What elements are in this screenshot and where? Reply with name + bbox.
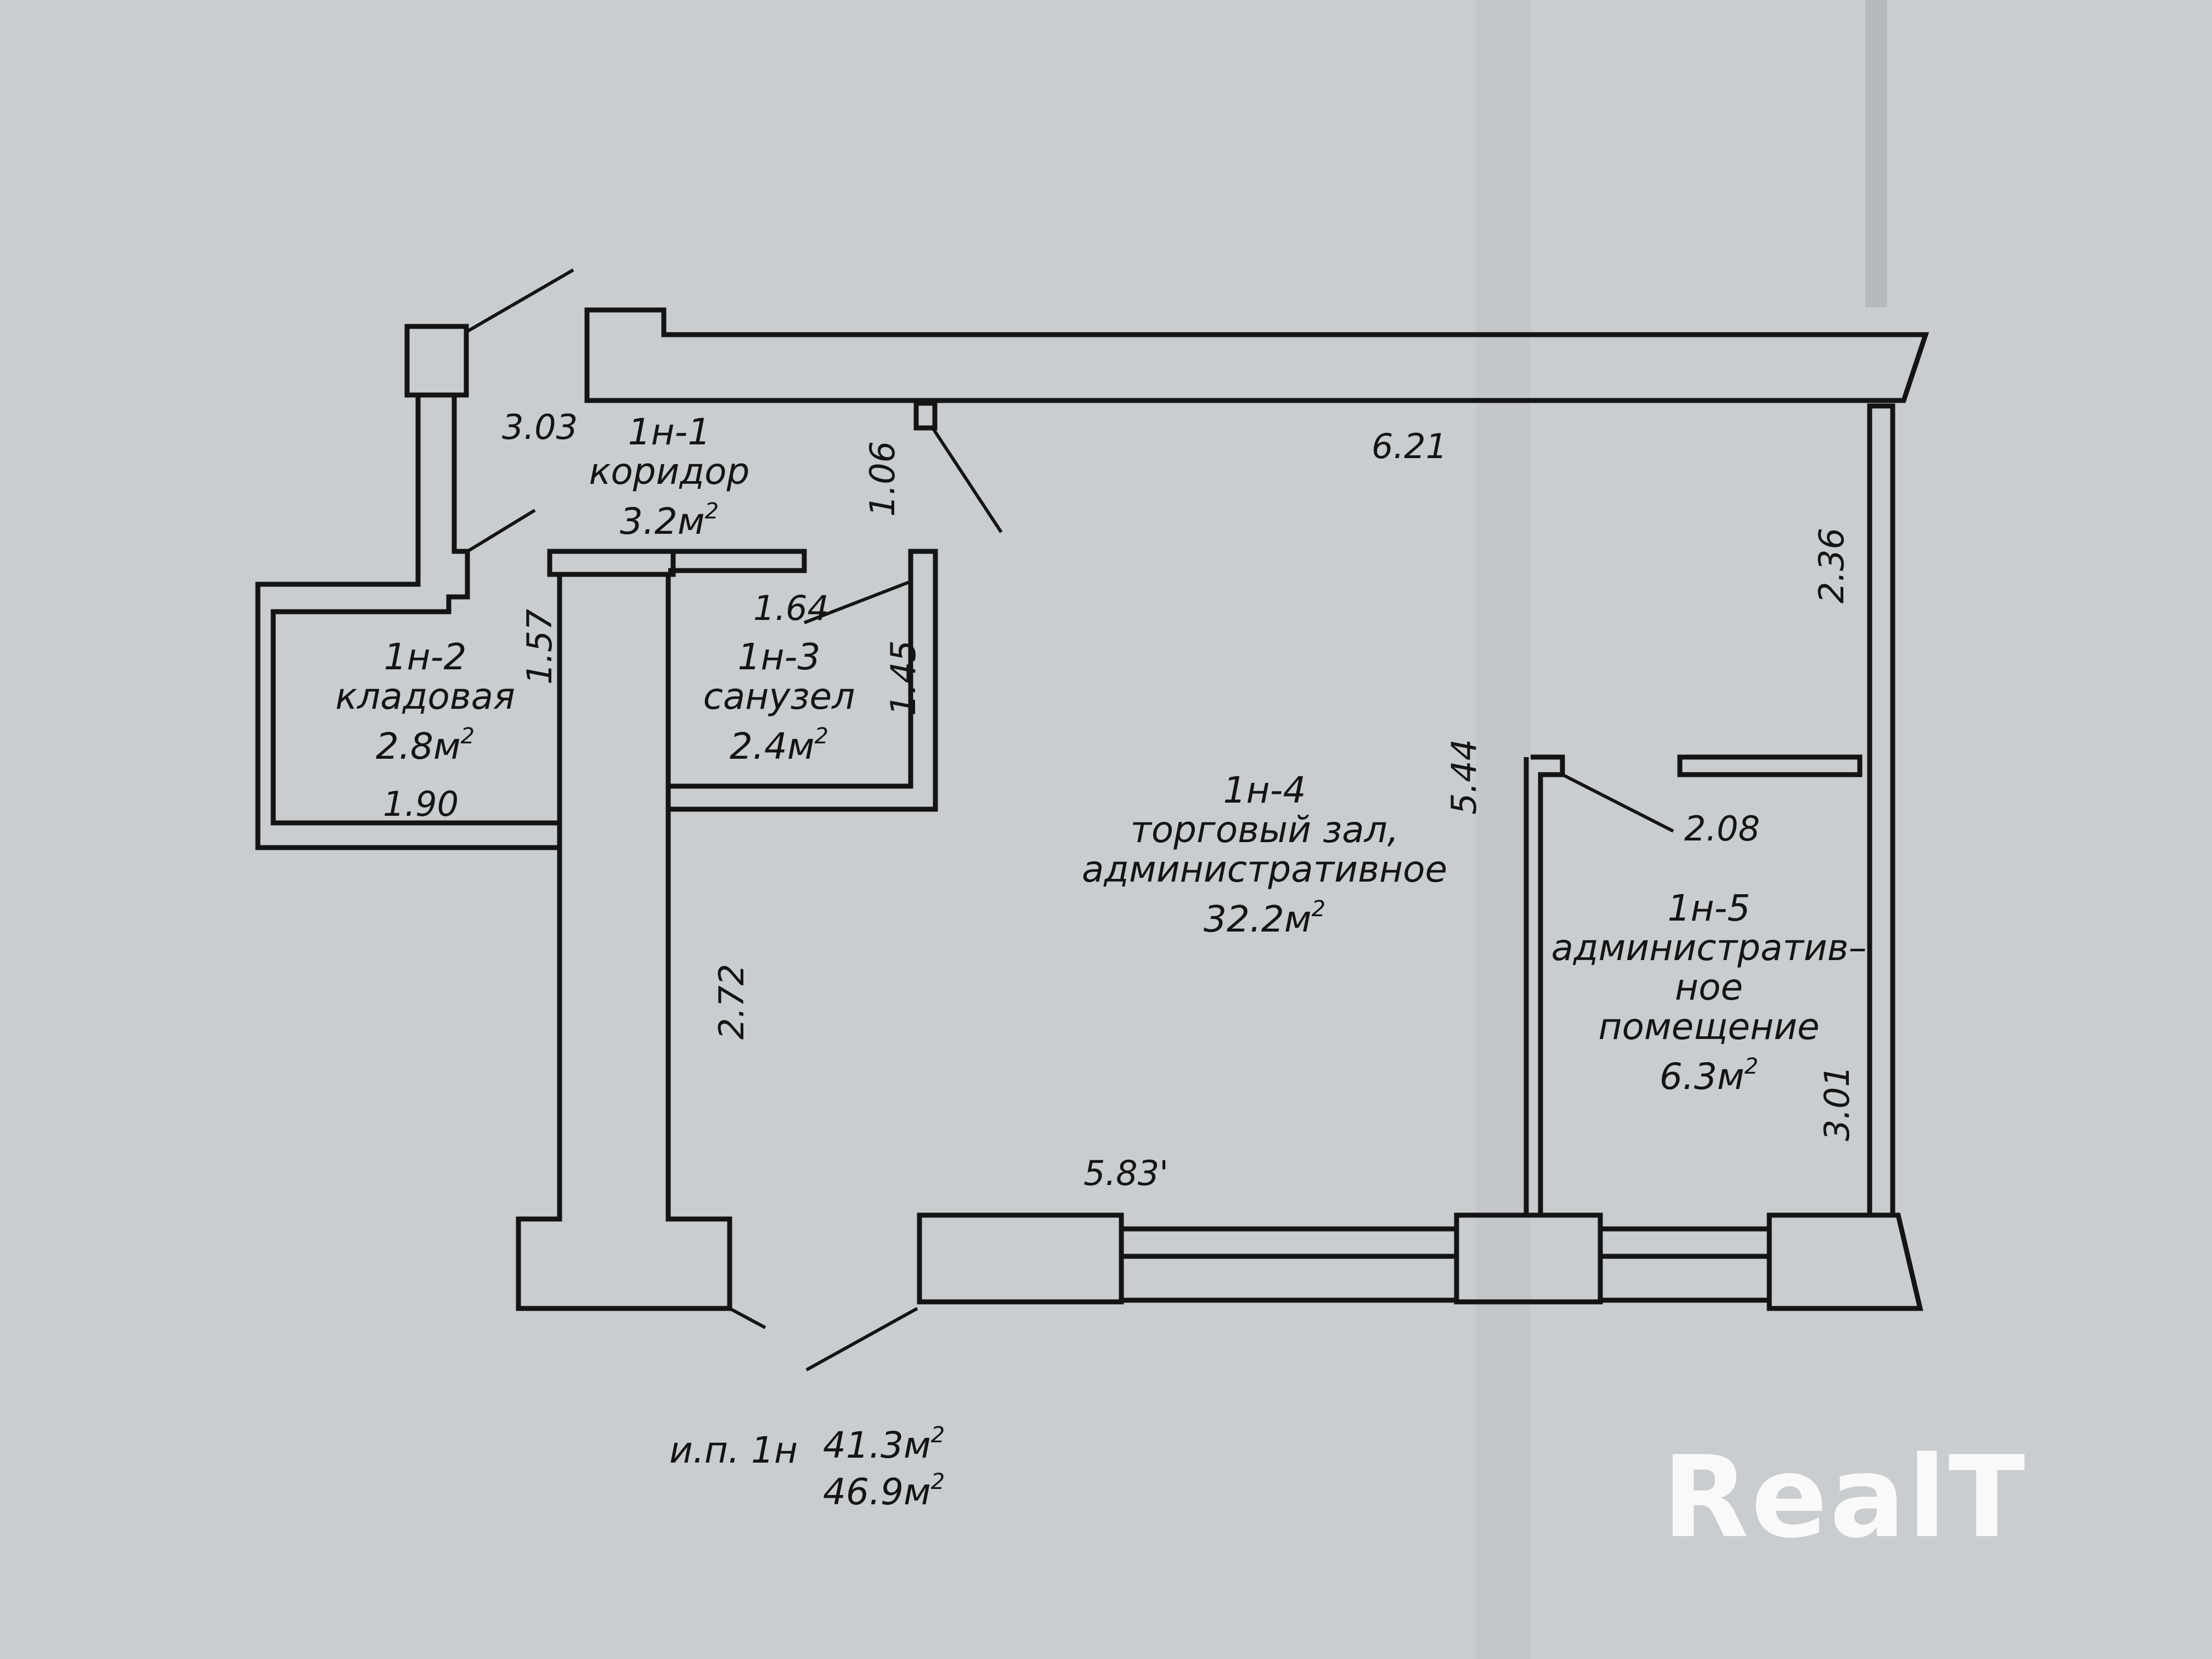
room-area: 6.3м2: [1659, 1054, 1759, 1098]
wall-bathroom-right: [665, 549, 938, 812]
window-1: [1121, 1226, 1457, 1303]
room-bathroom: 1н-3 санузел 2.4м2: [680, 637, 878, 766]
window-2: [1600, 1226, 1769, 1303]
entrance-line-left: [729, 1307, 766, 1329]
room-area: 32.2м2: [1203, 896, 1326, 940]
room-sales-hall: 1н-4 торговый зал, административное 32.2…: [1031, 771, 1498, 939]
wall-admin-top: [1677, 754, 1863, 777]
paper-crease: [1476, 0, 1531, 1659]
wall-pantry-inner: [270, 395, 560, 826]
realt-watermark-logo: RealT: [1662, 1432, 2028, 1563]
room-name-line3: помещение: [1598, 1006, 1820, 1048]
room-id: 1н-5: [1667, 887, 1751, 929]
room-id: 1н-3: [737, 636, 821, 678]
room-admin-office: 1н-5 административ– ное помещение 6.3м2: [1544, 889, 1874, 1097]
wall-central-column: [516, 549, 732, 1311]
unit-area-2: 46.9м2: [823, 1469, 945, 1513]
wall-bathroom-top: [668, 549, 807, 573]
door-swing-bathroom: [803, 580, 912, 624]
dimension-hall-depth: 5.44: [1444, 738, 1485, 815]
room-name-line2: ное: [1674, 966, 1743, 1008]
dimension-hall-right-upper: 2.36: [1812, 527, 1852, 604]
wall-bottom-segment-3: [1767, 1212, 1923, 1311]
dimension-admin-width: 2.08: [1684, 809, 1760, 849]
dimension-hall-width-bottom: 5.83': [1084, 1153, 1169, 1193]
dimension-corridor-width: 3.03: [502, 407, 578, 447]
dimension-corridor-depth: 1.06: [862, 441, 903, 517]
room-pantry: 1н-2 кладовая 2.8м2: [307, 637, 543, 766]
unit-label: и.п. 1н: [669, 1429, 798, 1471]
door-swing-admin: [1561, 773, 1674, 833]
dimension-pantry-depth: 1.57: [520, 608, 560, 685]
room-name: коридор: [589, 450, 750, 493]
room-area: 2.4м2: [729, 724, 829, 768]
room-area: 2.8м2: [375, 724, 475, 768]
dimension-admin-depth: 3.01: [1817, 1065, 1858, 1142]
room-corridor: 1н-1 коридор 3.2м2: [576, 413, 763, 541]
entrance-line-right: [805, 1307, 918, 1372]
leader-line-column: [465, 268, 574, 334]
room-id: 1н-4: [1223, 769, 1306, 811]
dimension-bathroom-width: 1.64: [753, 588, 830, 628]
dimension-pantry-width: 1.90: [383, 784, 459, 824]
dimension-column-depth: 2.72: [712, 963, 752, 1040]
room-name: кладовая: [335, 675, 515, 718]
room-area: 3.2м2: [619, 499, 719, 543]
wall-corridor-left: [255, 395, 560, 850]
wall-top: [584, 307, 1929, 403]
room-id: 1н-1: [628, 411, 711, 453]
room-name-line1: торговый зал,: [1130, 809, 1399, 851]
wall-central-column-cap: [547, 549, 676, 577]
dimension-bathroom-depth: 1.45: [883, 640, 924, 716]
wall-bottom-segment-1: [917, 1212, 1124, 1305]
door-swing-hall: [931, 427, 1003, 533]
room-name-line1: административ–: [1551, 927, 1867, 969]
unit-area-1: 41.3м2: [823, 1423, 945, 1466]
dimension-hall-width-top: 6.21: [1372, 426, 1448, 466]
door-swing-corridor: [466, 509, 536, 553]
room-name: санузел: [703, 675, 855, 718]
wall-niche: [913, 400, 938, 431]
paper-edge-mark: [1865, 0, 1887, 307]
room-name-line2: административное: [1081, 848, 1448, 890]
wall-column-top-left: [404, 324, 469, 398]
room-id: 1н-2: [383, 636, 467, 678]
